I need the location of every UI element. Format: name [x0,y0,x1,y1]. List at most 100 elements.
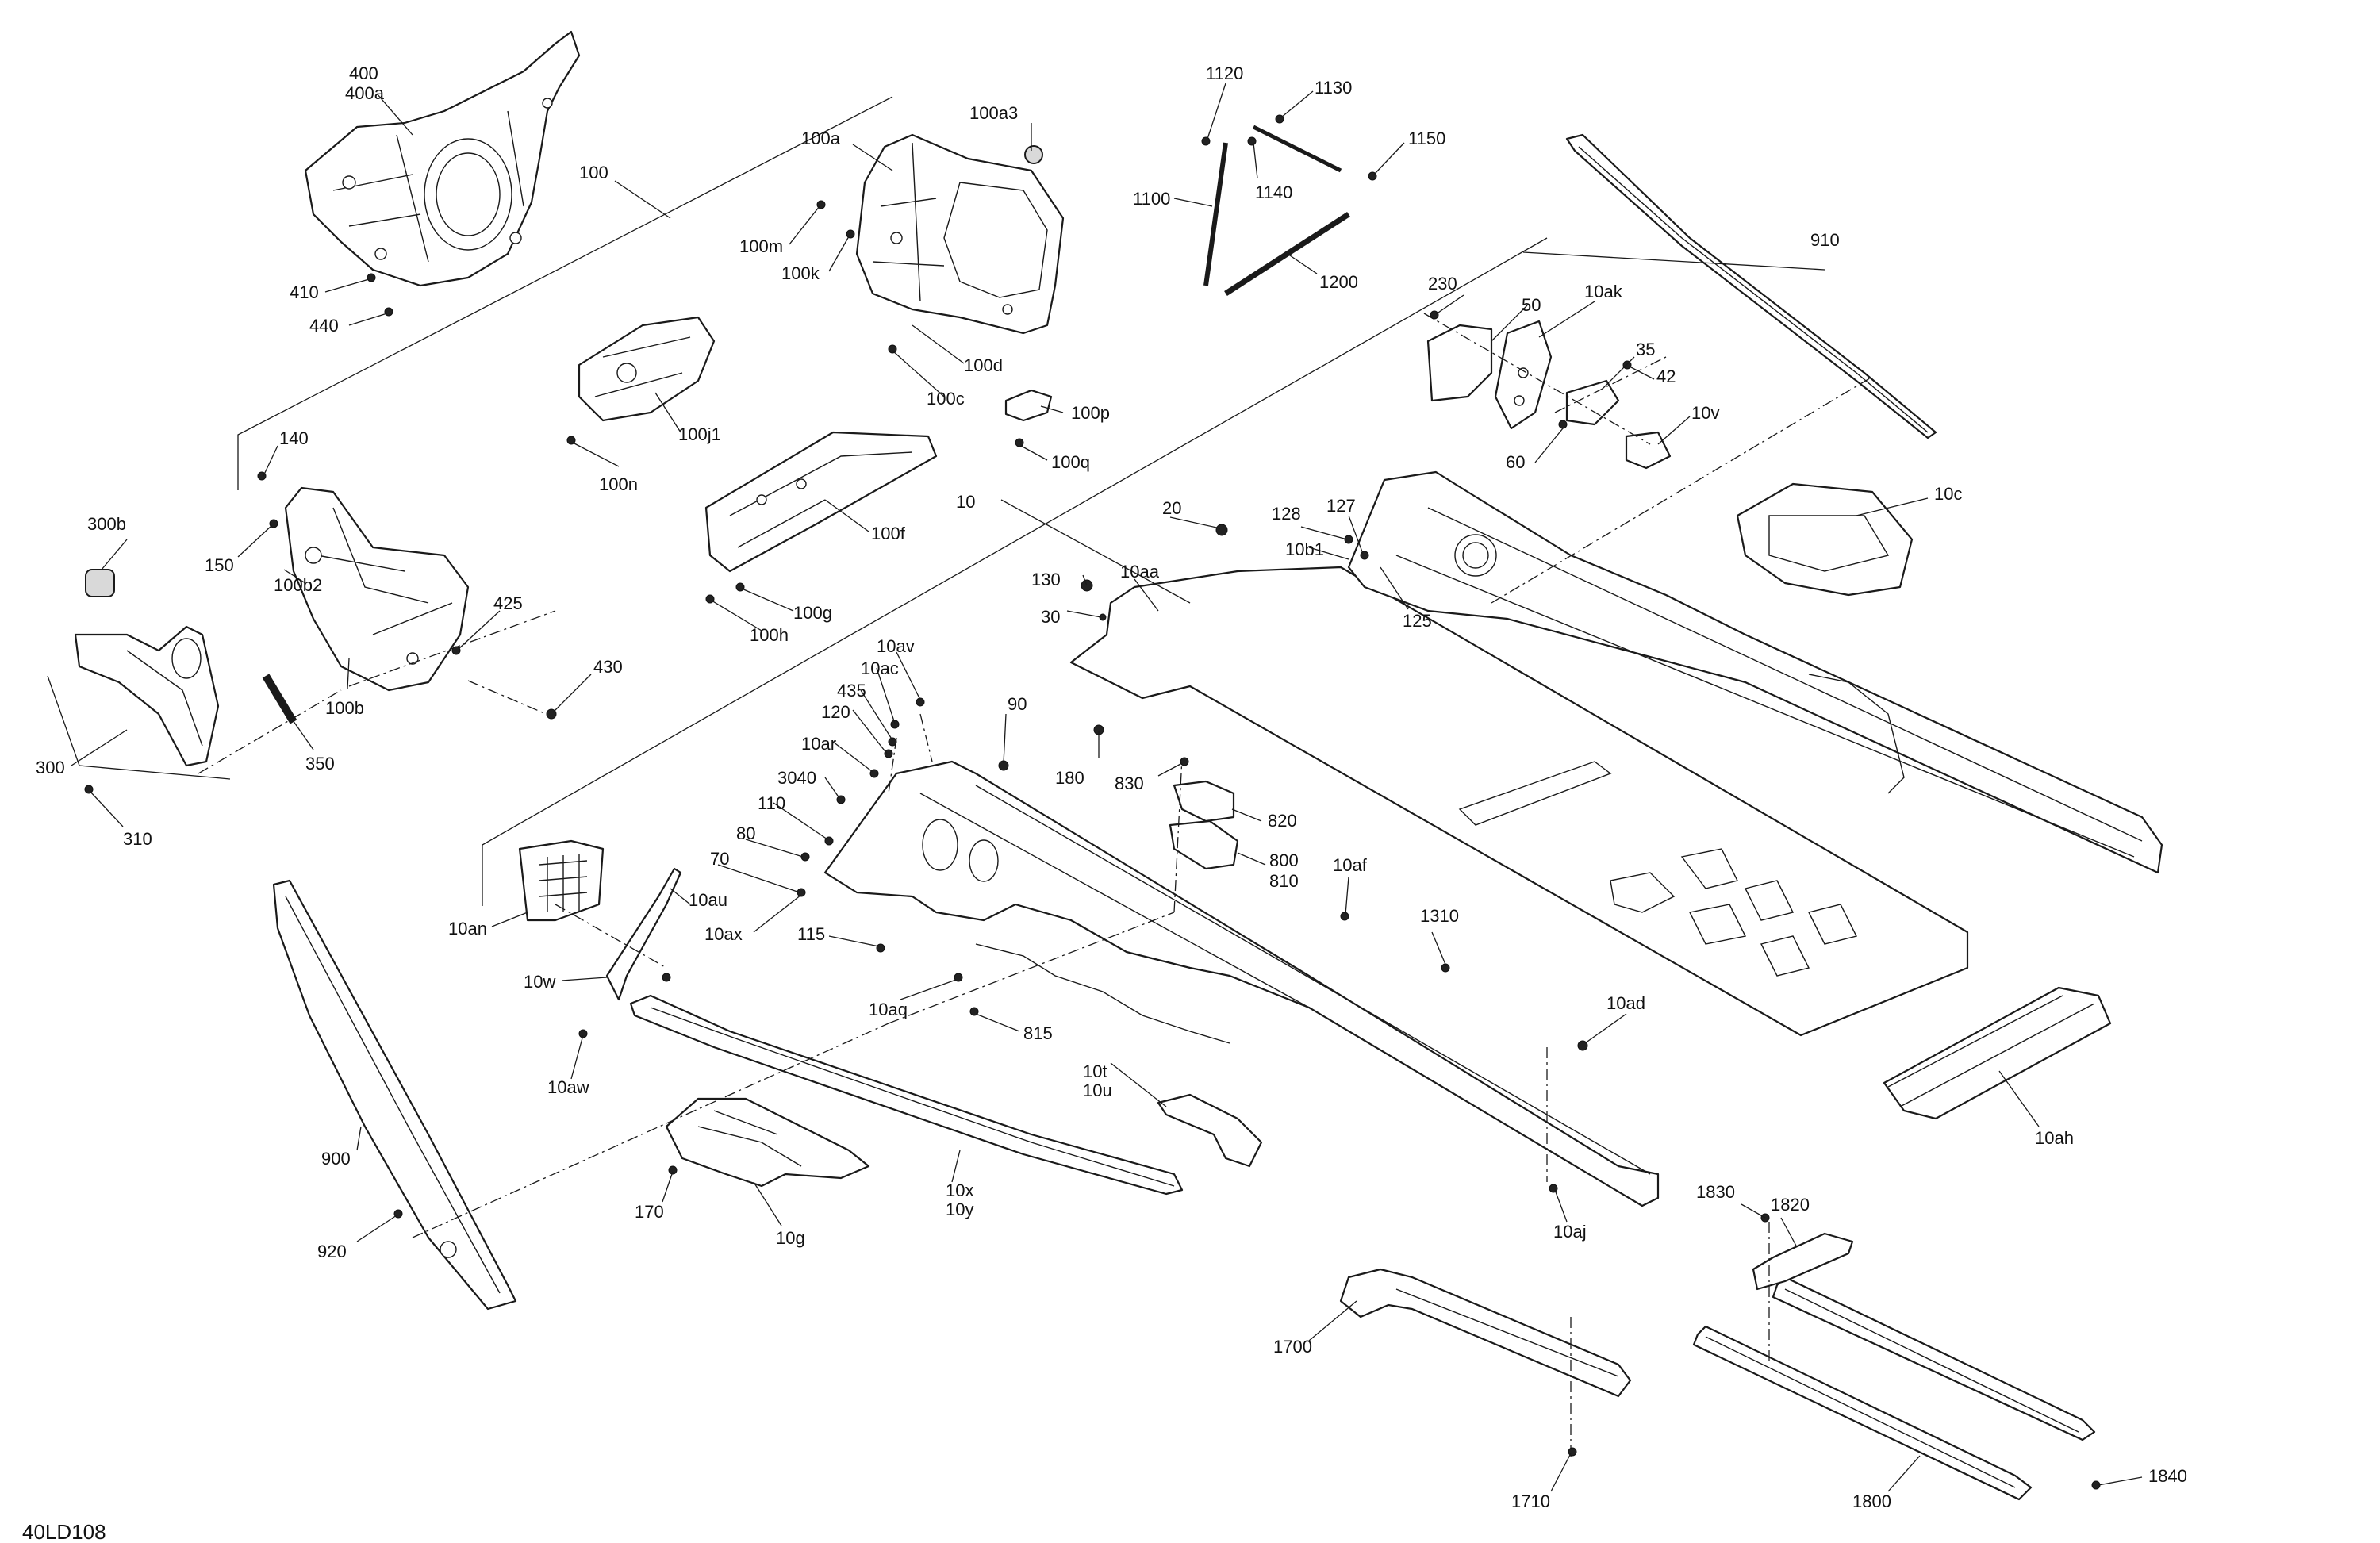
label-1130: 1130 [1315,78,1352,98]
label-100b: 100b [325,698,364,718]
label-800: 800 [1269,850,1299,870]
label-10ah: 10ah [2035,1128,2074,1148]
label-820: 820 [1268,811,1297,831]
label-410: 410 [290,282,319,302]
label-1830: 1830 [1696,1182,1735,1202]
label-180: 180 [1055,768,1084,788]
label-100d: 100d [964,355,1003,375]
part-1820-runner [1772,1276,2096,1441]
label-100a3: 100a3 [969,103,1018,123]
group-line-10 [482,237,1548,906]
label-1120: 1120 [1206,63,1243,83]
label-10y: 10y [946,1199,973,1219]
label-10an: 10an [448,919,487,938]
label-10aj: 10aj [1553,1222,1587,1242]
part-1130-rod [1252,125,1342,173]
label-10u: 10u [1083,1080,1112,1100]
label-90: 90 [1008,694,1027,714]
label-1310: 1310 [1420,906,1459,926]
label-920: 920 [317,1242,347,1261]
label-70: 70 [710,849,729,869]
label-10ax: 10ax [704,924,743,944]
label-1820: 1820 [1771,1195,1810,1215]
part-100a-bulkhead [855,133,1065,335]
part-1800-runner [1692,1325,2033,1501]
part-910-rail [1565,133,1937,439]
label-170: 170 [635,1202,664,1222]
label-100f: 100f [871,524,906,543]
label-230: 230 [1428,274,1457,294]
label-435: 435 [837,681,866,700]
drawing-code: 40LD108 [22,1520,106,1543]
label-3040: 3040 [777,768,816,788]
label-100j1: 100j1 [678,424,721,444]
part-900-rail [272,879,517,1311]
label-140: 140 [279,428,309,448]
label-30: 30 [1041,607,1060,627]
label-100: 100 [579,163,608,182]
label-1710: 1710 [1511,1491,1550,1511]
callout-labels: 400 400a 410 440 100 100a 100a3 100m 100… [36,63,2187,1511]
label-400a: 400a [345,83,385,103]
label-120: 120 [821,702,850,722]
label-110: 110 [758,793,785,813]
part-10ah-beam [1883,986,2112,1120]
part-10c-cover [1736,482,1914,597]
label-350: 350 [305,754,335,773]
group-lines [47,96,1548,906]
part-10ak-bracket [1494,320,1553,430]
label-127: 127 [1326,496,1356,516]
part-300-knuckle [74,625,220,767]
label-1100: 1100 [1133,189,1170,209]
part-10x-strip [629,994,1184,1196]
fasteners [84,114,2101,1490]
label-42: 42 [1656,367,1676,386]
part-10an-vent [518,839,605,922]
part-1100-rod [1203,142,1228,286]
part-10g-footrest [665,1097,870,1188]
label-100a: 100a [801,129,841,148]
label-10aq: 10aq [869,1000,908,1019]
part-10t-cover [1157,1093,1263,1168]
label-810: 810 [1269,871,1299,891]
label-1840: 1840 [2148,1466,2187,1486]
dashed-axis-lines [198,313,1873,1460]
label-125: 125 [1403,611,1432,631]
label-10aw: 10aw [547,1077,589,1097]
label-10t: 10t [1083,1061,1107,1081]
label-1700: 1700 [1273,1337,1312,1357]
label-100p: 100p [1071,403,1110,423]
label-10c: 10c [1934,484,1962,504]
part-100j1-plate [578,316,716,422]
group-line-300 [47,675,231,780]
label-400: 400 [349,63,378,83]
label-300: 300 [36,758,65,777]
label-10au: 10au [689,890,727,910]
label-10af: 10af [1333,855,1368,875]
label-100k: 100k [781,263,820,283]
label-10ac: 10ac [861,658,899,678]
label-430: 430 [593,657,623,677]
label-10: 10 [956,492,975,512]
part-300b-cap [85,569,115,597]
label-10ar: 10ar [801,734,836,754]
label-10ak: 10ak [1584,282,1623,301]
label-10x: 10x [946,1180,973,1200]
label-10ad: 10ad [1606,993,1645,1013]
label-10b1: 10b1 [1285,539,1324,559]
label-900: 900 [321,1149,351,1169]
label-100m: 100m [739,236,783,256]
label-300b: 300b [87,514,126,534]
label-310: 310 [123,829,152,849]
label-128: 128 [1272,504,1301,524]
part-820-bracket [1173,780,1235,823]
label-100g: 100g [793,603,832,623]
label-80: 80 [736,823,755,843]
part-100b-frame [284,486,470,692]
part-100p-cover [1004,389,1053,422]
label-1140: 1140 [1255,182,1292,202]
label-20: 20 [1162,498,1181,518]
part-10w-brace [605,867,682,1001]
